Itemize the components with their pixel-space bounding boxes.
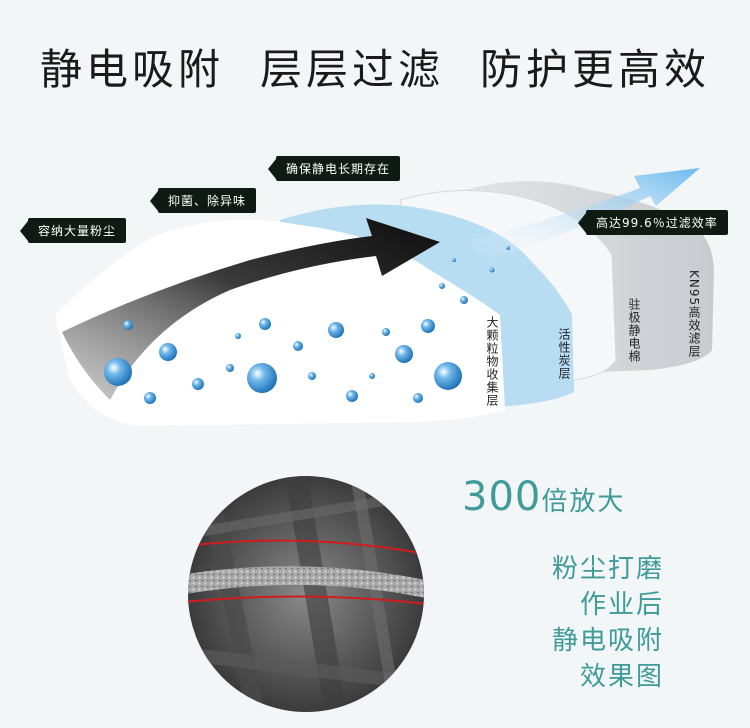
description-line-3: 静电吸附 <box>551 626 664 656</box>
label-kn95-layer: KN95高效滤层 <box>687 270 701 359</box>
label-electret-layer: 驻极静电棉 <box>627 298 641 363</box>
headline-part-1: 静电吸附 <box>39 45 224 94</box>
tag-dust-capacity: 容纳大量粉尘 <box>28 218 127 243</box>
main-flow-arrow <box>62 218 440 400</box>
particle-bubbles <box>104 246 510 404</box>
zoom-number: 300 <box>462 474 542 520</box>
tag-antibacterial: 抑菌、除异味 <box>158 188 257 213</box>
description-line-4: 效果图 <box>579 662 664 692</box>
description-line-1: 粉尘打磨 <box>551 554 664 584</box>
zoom-text: 倍放大 <box>541 487 626 517</box>
headline-part-2: 层层过滤 <box>259 45 444 94</box>
headline: 静电吸附层层过滤防护更高效 <box>0 36 750 97</box>
description-line-2: 作业后 <box>579 590 664 620</box>
layer-large-particle <box>55 219 505 426</box>
filter-layers-illustration <box>55 168 714 426</box>
microscope-image <box>188 476 424 712</box>
tag-filter-efficiency: 高达99.6％过滤效率 <box>586 210 728 235</box>
tag-static-lasting: 确保静电长期存在 <box>276 156 401 181</box>
headline-part-3: 防护更高效 <box>480 45 711 94</box>
label-carbon-layer: 活性炭层 <box>557 328 571 380</box>
zoom-title: 300倍放大 <box>462 474 625 520</box>
label-large-particle-layer: 大颗粒物收集层 <box>485 316 499 407</box>
